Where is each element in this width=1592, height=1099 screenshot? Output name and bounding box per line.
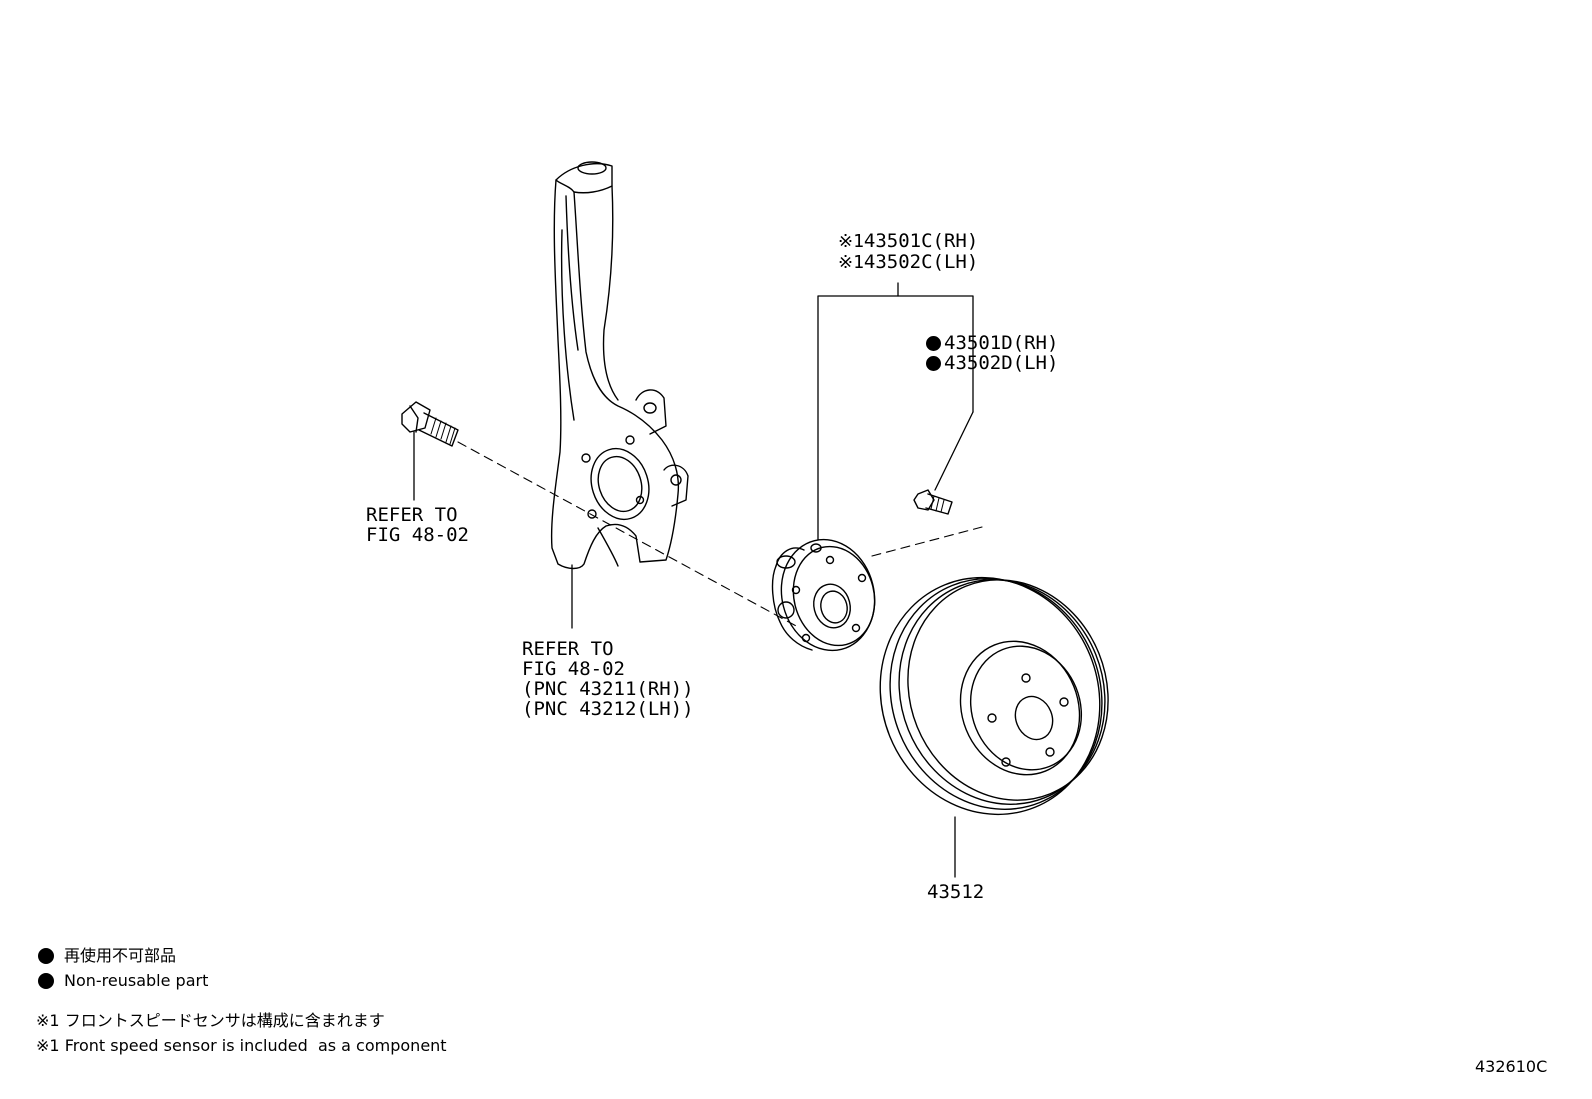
non-reusable-dot-icon (926, 356, 941, 371)
callout-hub-with-sensor-rh: ※143501C(RH) (838, 231, 978, 252)
sensor-note-mark: ※1 (838, 252, 864, 273)
legend-text: Non-reusable part (64, 971, 209, 990)
assembly-axis-lines (457, 441, 983, 628)
callout-knuckle-ref[interactable]: REFER TO FIG 48-02 (PNC 43211(RH)) (PNC … (522, 639, 694, 719)
ref-line-1: REFER TO (522, 638, 614, 660)
part-number-43502c[interactable]: 43502C(LH) (863, 251, 979, 273)
note-text: フロントスピードセンサは構成に含まれます (64, 1011, 385, 1030)
note-mark: ※1 (36, 1036, 60, 1055)
non-reusable-dot-icon (926, 336, 941, 351)
legend-nonreusable-en: Non-reusable part (38, 972, 208, 990)
part-number-43501d[interactable]: 43501D(RH) (944, 332, 1059, 354)
knuckle-bolt (401, 401, 459, 447)
legend-nonreusable-jp: 再使用不可部品 (38, 947, 176, 965)
ref-line-1: REFER TO (366, 504, 458, 526)
non-reusable-dot-icon (38, 948, 54, 964)
sensor-note-mark: ※1 (838, 231, 864, 252)
steering-knuckle (550, 161, 689, 570)
legend-text: 再使用不可部品 (64, 946, 177, 965)
part-number-43512[interactable]: 43512 (927, 881, 985, 903)
ref-line-2: FIG 48-02 (366, 524, 469, 546)
non-reusable-dot-icon (38, 973, 54, 989)
callout-knuckle-bolt-ref[interactable]: REFER TO FIG 48-02 (366, 505, 469, 545)
note-mark: ※1 (36, 1011, 60, 1030)
figure-id: 432610C (1475, 1057, 1548, 1076)
callout-hub-with-sensor-lh: ※143502C(LH) (838, 252, 978, 273)
disc-brake-rotor (879, 576, 1109, 816)
part-number-43501c[interactable]: 43501C(RH) (863, 230, 979, 252)
leader-lines (413, 282, 974, 878)
callout-hub-bolt-lh: 43502D(LH) (926, 353, 1058, 373)
hub-bearing-assembly (771, 538, 876, 652)
note-text: Front speed sensor is included as a comp… (64, 1036, 447, 1055)
ref-line-4: (PNC 43212(LH)) (522, 698, 694, 720)
callout-hub-bolt-rh: 43501D(RH) (926, 333, 1058, 353)
legend-note-en: ※1 Front speed sensor is included as a c… (36, 1037, 447, 1055)
ref-line-2: FIG 48-02 (522, 658, 625, 680)
legend-note-jp: ※1 フロントスピードセンサは構成に含まれます (36, 1012, 385, 1030)
ref-line-3: (PNC 43211(RH)) (522, 678, 694, 700)
hub-bolt (913, 489, 953, 515)
part-number-43502d[interactable]: 43502D(LH) (944, 352, 1059, 374)
